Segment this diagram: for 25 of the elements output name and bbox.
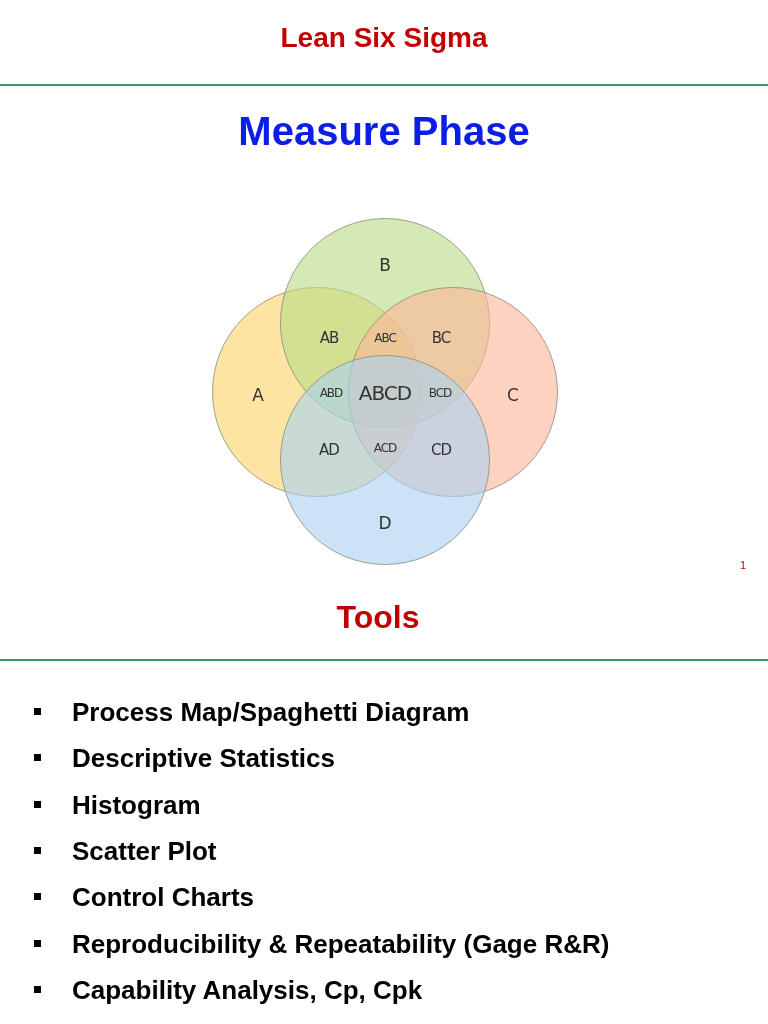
region-label: ABCD	[358, 381, 412, 405]
page-title: Lean Six Sigma	[279, 22, 489, 54]
circle-label: C	[507, 385, 519, 405]
page-number: 1	[739, 559, 747, 571]
tool-list-item: Scatter Plot	[72, 835, 217, 867]
tool-list-item: Reproducibility & Repeatability (Gage R&R)	[72, 928, 610, 960]
region-label: BC	[431, 329, 451, 347]
venn-circle	[280, 355, 490, 565]
tool-list-item: Process Map/Spaghetti Diagram	[72, 697, 470, 728]
region-label: AD	[319, 441, 339, 459]
tool-list-item: Histogram	[72, 789, 201, 821]
region-label: BCD	[428, 386, 452, 400]
region-label: ACD	[373, 441, 397, 455]
circle-label: B	[379, 255, 391, 275]
region-label: CD	[431, 441, 451, 459]
tool-list-item: Capability Analysis, Cp, Cpk	[72, 974, 423, 1006]
section-heading: Tools	[336, 598, 420, 636]
region-label: ABD	[319, 386, 343, 400]
tool-list-item: Descriptive Statistics	[72, 743, 335, 775]
region-label: ABC	[374, 331, 396, 345]
tool-list-item: Control Charts	[72, 882, 254, 914]
circle-label: D	[378, 513, 392, 533]
circle-label: A	[252, 385, 264, 405]
diagram-heading: Measure Phase	[238, 108, 530, 154]
region-label: AB	[319, 329, 339, 347]
